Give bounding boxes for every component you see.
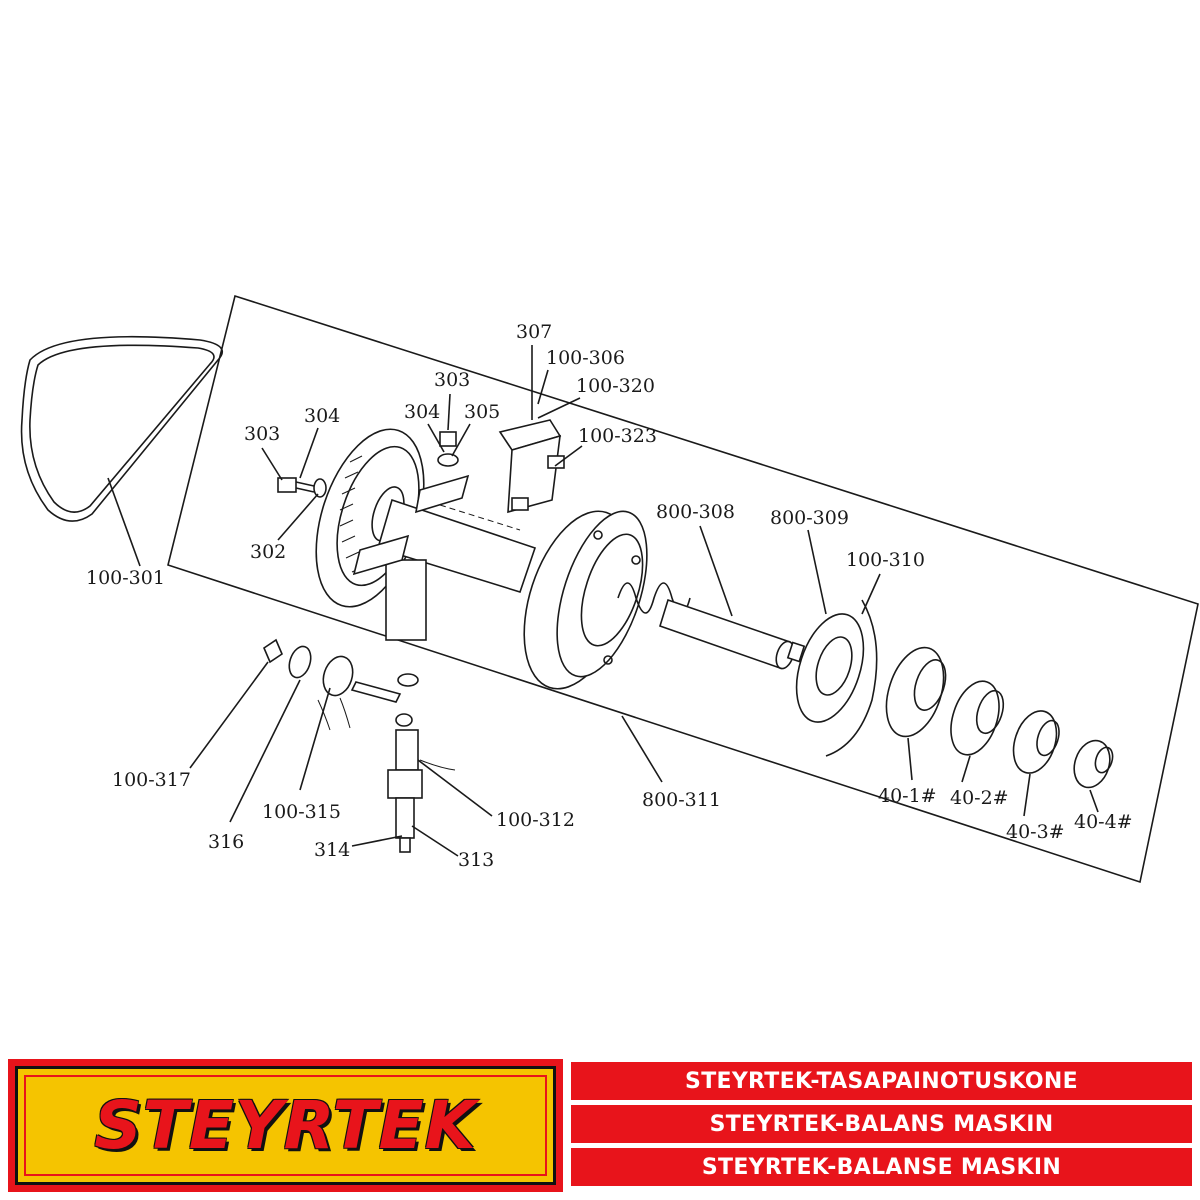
spring-ring [825, 599, 878, 757]
label-100-320: 100-320 [576, 375, 655, 397]
leader-lines [107, 345, 1099, 857]
label-307: 307 [516, 321, 552, 343]
flange-right [523, 510, 648, 690]
label-100-306: 100-306 [546, 347, 625, 369]
label-100-301: 100-301 [86, 567, 165, 589]
label-100-317: 100-317 [112, 769, 191, 791]
brand-logo: STEYRTEK [8, 1059, 563, 1192]
shaft-800-308 [659, 598, 806, 670]
cone-40-4 [1073, 739, 1114, 789]
cone-40-3 [1012, 710, 1060, 774]
label-305: 305 [464, 401, 500, 423]
brand-logo-inner: STEYRTEK [15, 1066, 556, 1185]
part-labels: 307 100-306 100-320 100-323 303 304 305 … [86, 321, 1133, 871]
label-800-311: 800-311 [642, 789, 721, 811]
label-40-3: 40-3# [1006, 821, 1065, 843]
main-shaft-housing [352, 474, 537, 641]
drive-belt [20, 335, 223, 522]
bolt-303-top [439, 431, 457, 447]
label-100-310: 100-310 [846, 549, 925, 571]
label-316: 316 [208, 831, 244, 853]
label-40-1: 40-1# [878, 785, 937, 807]
footer-banner: STEYRTEK STEYRTEK-TASAPAINOTUSKONE STEYR… [0, 1052, 1200, 1200]
exploded-parts-diagram: 307 100-306 100-320 100-323 303 304 305 … [20, 294, 1199, 884]
label-40-2: 40-2# [950, 787, 1009, 809]
label-302: 302 [250, 541, 286, 563]
bolt-303-left [277, 477, 315, 493]
label-100-315: 100-315 [262, 801, 341, 823]
title-bar-norwegian: STEYRTEK-BALANSE MASKIN [571, 1148, 1192, 1186]
label-100-323: 100-323 [578, 425, 657, 447]
brand-logo-text: STEYRTEK [94, 1087, 477, 1164]
label-314: 314 [314, 839, 350, 861]
title-bar-swedish: STEYRTEK-BALANS MASKIN [571, 1105, 1192, 1143]
washer-304-top [437, 453, 459, 467]
label-800-309: 800-309 [770, 507, 849, 529]
washer-304-left [313, 478, 327, 498]
sensor-assembly [263, 638, 456, 853]
label-304-left: 304 [304, 405, 340, 427]
cone-40-1 [885, 646, 947, 738]
sensor-bracket [498, 380, 565, 514]
label-100-312: 100-312 [496, 809, 575, 831]
label-800-308: 800-308 [656, 501, 735, 523]
label-304-top: 304 [404, 401, 440, 423]
label-313: 313 [458, 849, 494, 871]
label-40-4: 40-4# [1074, 811, 1133, 833]
label-303-top: 303 [434, 369, 470, 391]
label-303-left: 303 [244, 423, 280, 445]
assembly-frame [167, 294, 1199, 884]
cone-40-2 [950, 680, 1005, 756]
disc-800-309 [795, 613, 865, 723]
title-bar-finnish: STEYRTEK-TASAPAINOTUSKONE [571, 1062, 1192, 1100]
